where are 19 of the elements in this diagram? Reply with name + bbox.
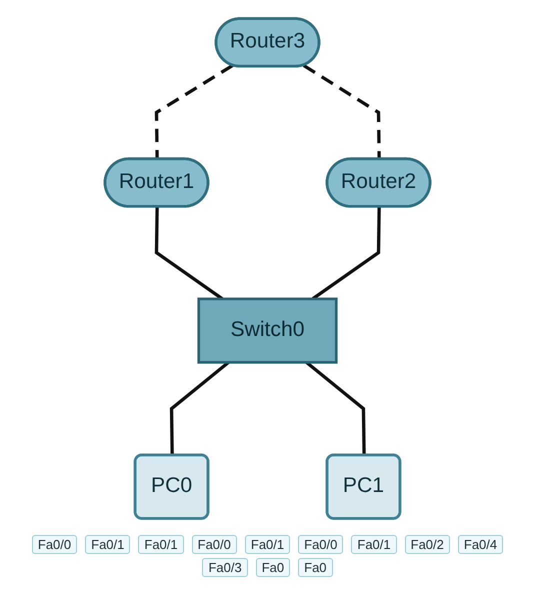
connector <box>154 64 234 160</box>
port-label: Fa0/1 <box>351 535 397 554</box>
node-box: Switch0 <box>197 298 338 364</box>
connector <box>170 361 230 456</box>
connector <box>302 64 381 160</box>
port-label: Fa0/0 <box>298 535 344 554</box>
port-label: Fa0/2 <box>404 535 450 554</box>
connector <box>305 361 366 456</box>
port-label: Fa0/1 <box>244 535 290 554</box>
port-label: Fa0/1 <box>85 535 130 554</box>
port-label: Fa0/0 <box>192 535 237 554</box>
port-label: Fa0 <box>298 558 333 577</box>
connector <box>154 206 224 300</box>
port-label: Fa0 <box>256 558 290 577</box>
connector <box>312 206 381 300</box>
port-label: Fa0/4 <box>458 535 504 554</box>
port-label: Fa0/3 <box>202 558 248 577</box>
port-label: Fa0/0 <box>32 535 78 554</box>
port-label: Fa0/1 <box>138 535 184 554</box>
